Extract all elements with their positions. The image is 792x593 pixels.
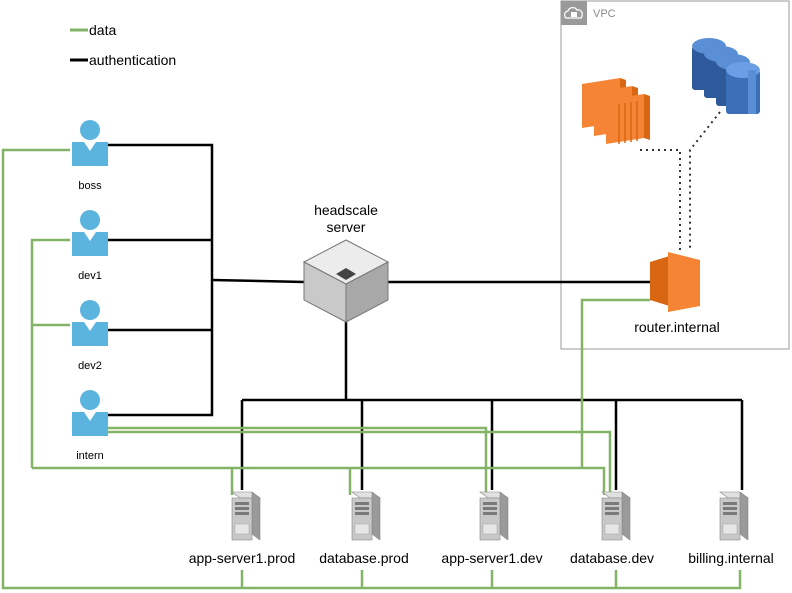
legend-data-label: data [89, 22, 116, 38]
user-intern: intern [72, 390, 108, 462]
person-icon [72, 300, 108, 346]
headscale-label-line1: headscale [314, 202, 378, 218]
server-label: billing.internal [688, 550, 774, 566]
legend-auth-label: authentication [89, 52, 176, 68]
server-label: database.prod [319, 550, 409, 566]
server-app-server1-prod: app-server1.prod [189, 491, 296, 566]
authentication-lines [108, 143, 744, 490]
server-tower-icon [351, 491, 381, 541]
vpc-label: VPC [593, 8, 616, 20]
cloud-lock-icon [564, 7, 583, 19]
vpc-link-blue [689, 111, 721, 250]
server-database-dev: database.dev [570, 491, 654, 566]
server-tower-icon [601, 491, 631, 541]
database-cluster-icon [692, 38, 760, 114]
data-lines [1, 148, 742, 590]
server-app-server1-dev: app-server1.dev [441, 491, 543, 566]
user-label: intern [76, 450, 104, 462]
server-tower-icon [719, 491, 749, 541]
user-dev2: dev2 [72, 300, 108, 372]
server-database-prod: database.prod [319, 491, 409, 566]
user-label: boss [78, 180, 102, 192]
vpc-link-orange [640, 149, 681, 250]
user-dev1: dev1 [72, 210, 108, 282]
person-icon [72, 120, 108, 166]
person-icon [72, 210, 108, 256]
router-icon [650, 252, 700, 312]
person-icon [72, 390, 108, 436]
router-label: router.internal [634, 319, 720, 335]
ec2-instances-icon [582, 78, 650, 144]
user-boss: boss [72, 120, 108, 192]
server-label: app-server1.dev [441, 550, 542, 566]
server-billing-internal: billing.internal [688, 491, 774, 566]
server-label: app-server1.prod [189, 550, 296, 566]
headscale-label-line2: server [327, 219, 366, 235]
server-tower-icon [231, 491, 261, 541]
server-tower-icon [479, 491, 509, 541]
user-label: dev2 [78, 360, 102, 372]
user-label: dev1 [78, 270, 102, 282]
server-label: database.dev [570, 550, 654, 566]
vpc-boundary [560, 0, 790, 350]
cube-server-icon [302, 239, 390, 323]
